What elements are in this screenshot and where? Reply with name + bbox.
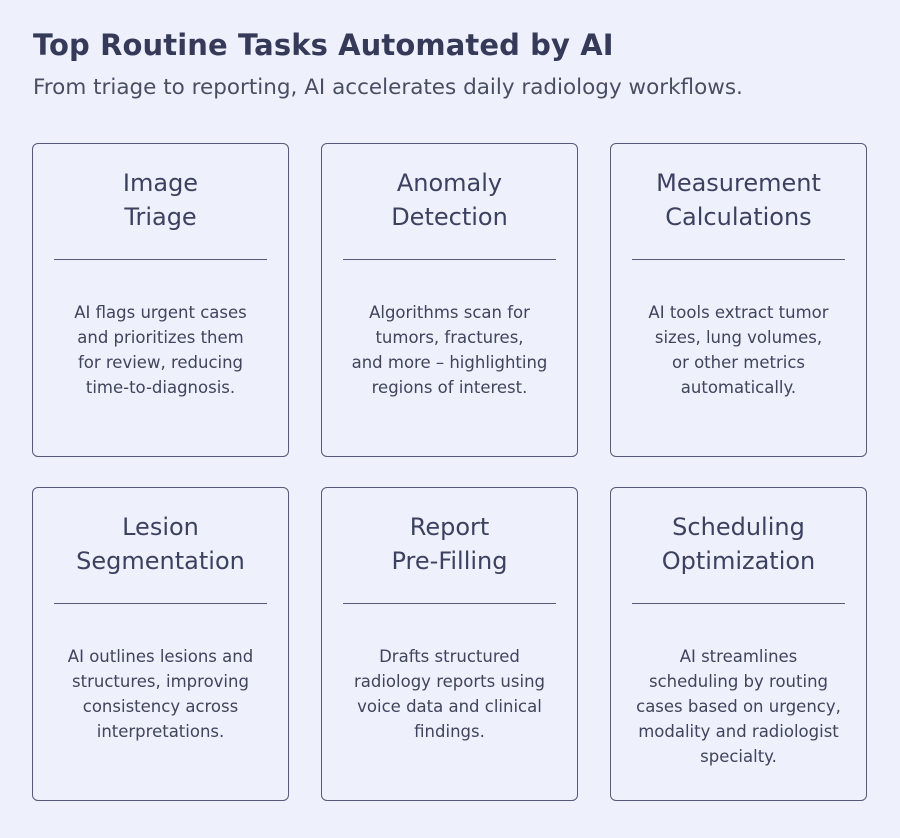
card-description-line: tumors, fractures, — [375, 328, 524, 347]
page-title: Top Routine Tasks Automated by AI — [33, 28, 614, 62]
card-title: Anomaly Detection — [322, 166, 577, 234]
card-description-line: regions of interest. — [371, 378, 528, 397]
card-description: Algorithms scan for tumors, fractures, a… — [332, 300, 567, 400]
card-description-line: or other metrics — [671, 353, 806, 372]
card-image-triage: Image Triage AI flags urgent cases and p… — [32, 143, 289, 457]
card-description-line: modality and radiologist — [638, 722, 839, 741]
card-title: Report Pre-Filling — [322, 510, 577, 578]
card-lesion-segmentation: Lesion Segmentation AI outlines lesions … — [32, 487, 289, 801]
card-title-line: Pre-Filling — [391, 547, 508, 575]
card-report-pre-filling: Report Pre-Filling Drafts structured rad… — [321, 487, 578, 801]
card-title-line: Segmentation — [76, 547, 245, 575]
card-title-line: Calculations — [665, 203, 812, 231]
page-subtitle: From triage to reporting, AI accelerates… — [33, 75, 743, 100]
card-title-line: Detection — [391, 203, 508, 231]
card-description: AI streamlines scheduling by routing cas… — [621, 644, 856, 769]
card-title-line: Lesion — [122, 513, 199, 541]
card-scheduling-optimization: Scheduling Optimization AI streamlines s… — [610, 487, 867, 801]
card-divider — [632, 259, 845, 260]
card-description-line: and prioritizes them — [77, 328, 244, 347]
card-title: Scheduling Optimization — [611, 510, 866, 578]
card-description-line: specialty. — [700, 747, 777, 766]
card-description-line: voice data and clinical — [357, 697, 542, 716]
card-description: AI tools extract tumor sizes, lung volum… — [621, 300, 856, 400]
card-description: Drafts structured radiology reports usin… — [332, 644, 567, 744]
card-divider — [343, 259, 556, 260]
card-divider — [54, 603, 267, 604]
card-title: Image Triage — [33, 166, 288, 234]
card-description-line: sizes, lung volumes, — [654, 328, 823, 347]
card-description-line: AI outlines lesions and — [67, 647, 254, 666]
card-description: AI flags urgent cases and prioritizes th… — [43, 300, 278, 400]
card-title-line: Scheduling — [672, 513, 805, 541]
card-description-line: AI tools extract tumor — [648, 303, 829, 322]
card-divider — [632, 603, 845, 604]
card-anomaly-detection: Anomaly Detection Algorithms scan for tu… — [321, 143, 578, 457]
card-title-line: Image — [122, 169, 199, 197]
card-description-line: Algorithms scan for — [369, 303, 530, 322]
card-title-line: Triage — [124, 203, 197, 231]
card-description-line: AI flags urgent cases — [74, 303, 247, 322]
card-description-line: consistency across — [82, 697, 239, 716]
card-description: AI outlines lesions and structures, impr… — [43, 644, 278, 744]
card-description-line: structures, improving — [72, 672, 249, 691]
task-card-grid: Image Triage AI flags urgent cases and p… — [32, 143, 867, 801]
card-description-line: interpretations. — [96, 722, 225, 741]
card-title-line: Anomaly — [396, 169, 503, 197]
card-title-line: Measurement — [656, 169, 821, 197]
card-title-line: Optimization — [661, 547, 816, 575]
card-description-line: cases based on urgency, — [636, 697, 841, 716]
card-description-line: time-to-diagnosis. — [85, 378, 236, 397]
card-description-line: and more – highlighting — [351, 353, 548, 372]
card-title: Measurement Calculations — [611, 166, 866, 234]
card-measurement-calculations: Measurement Calculations AI tools extrac… — [610, 143, 867, 457]
card-title: Lesion Segmentation — [33, 510, 288, 578]
card-description-line: for review, reducing — [77, 353, 244, 372]
card-description-line: findings. — [414, 722, 485, 741]
card-description-line: scheduling by routing — [649, 672, 828, 691]
card-description-line: AI streamlines — [679, 647, 798, 666]
card-description-line: automatically. — [680, 378, 797, 397]
card-divider — [54, 259, 267, 260]
card-description-line: radiology reports using — [353, 672, 545, 691]
card-title-line: Report — [409, 513, 490, 541]
card-description-line: Drafts structured — [379, 647, 520, 666]
card-divider — [343, 603, 556, 604]
